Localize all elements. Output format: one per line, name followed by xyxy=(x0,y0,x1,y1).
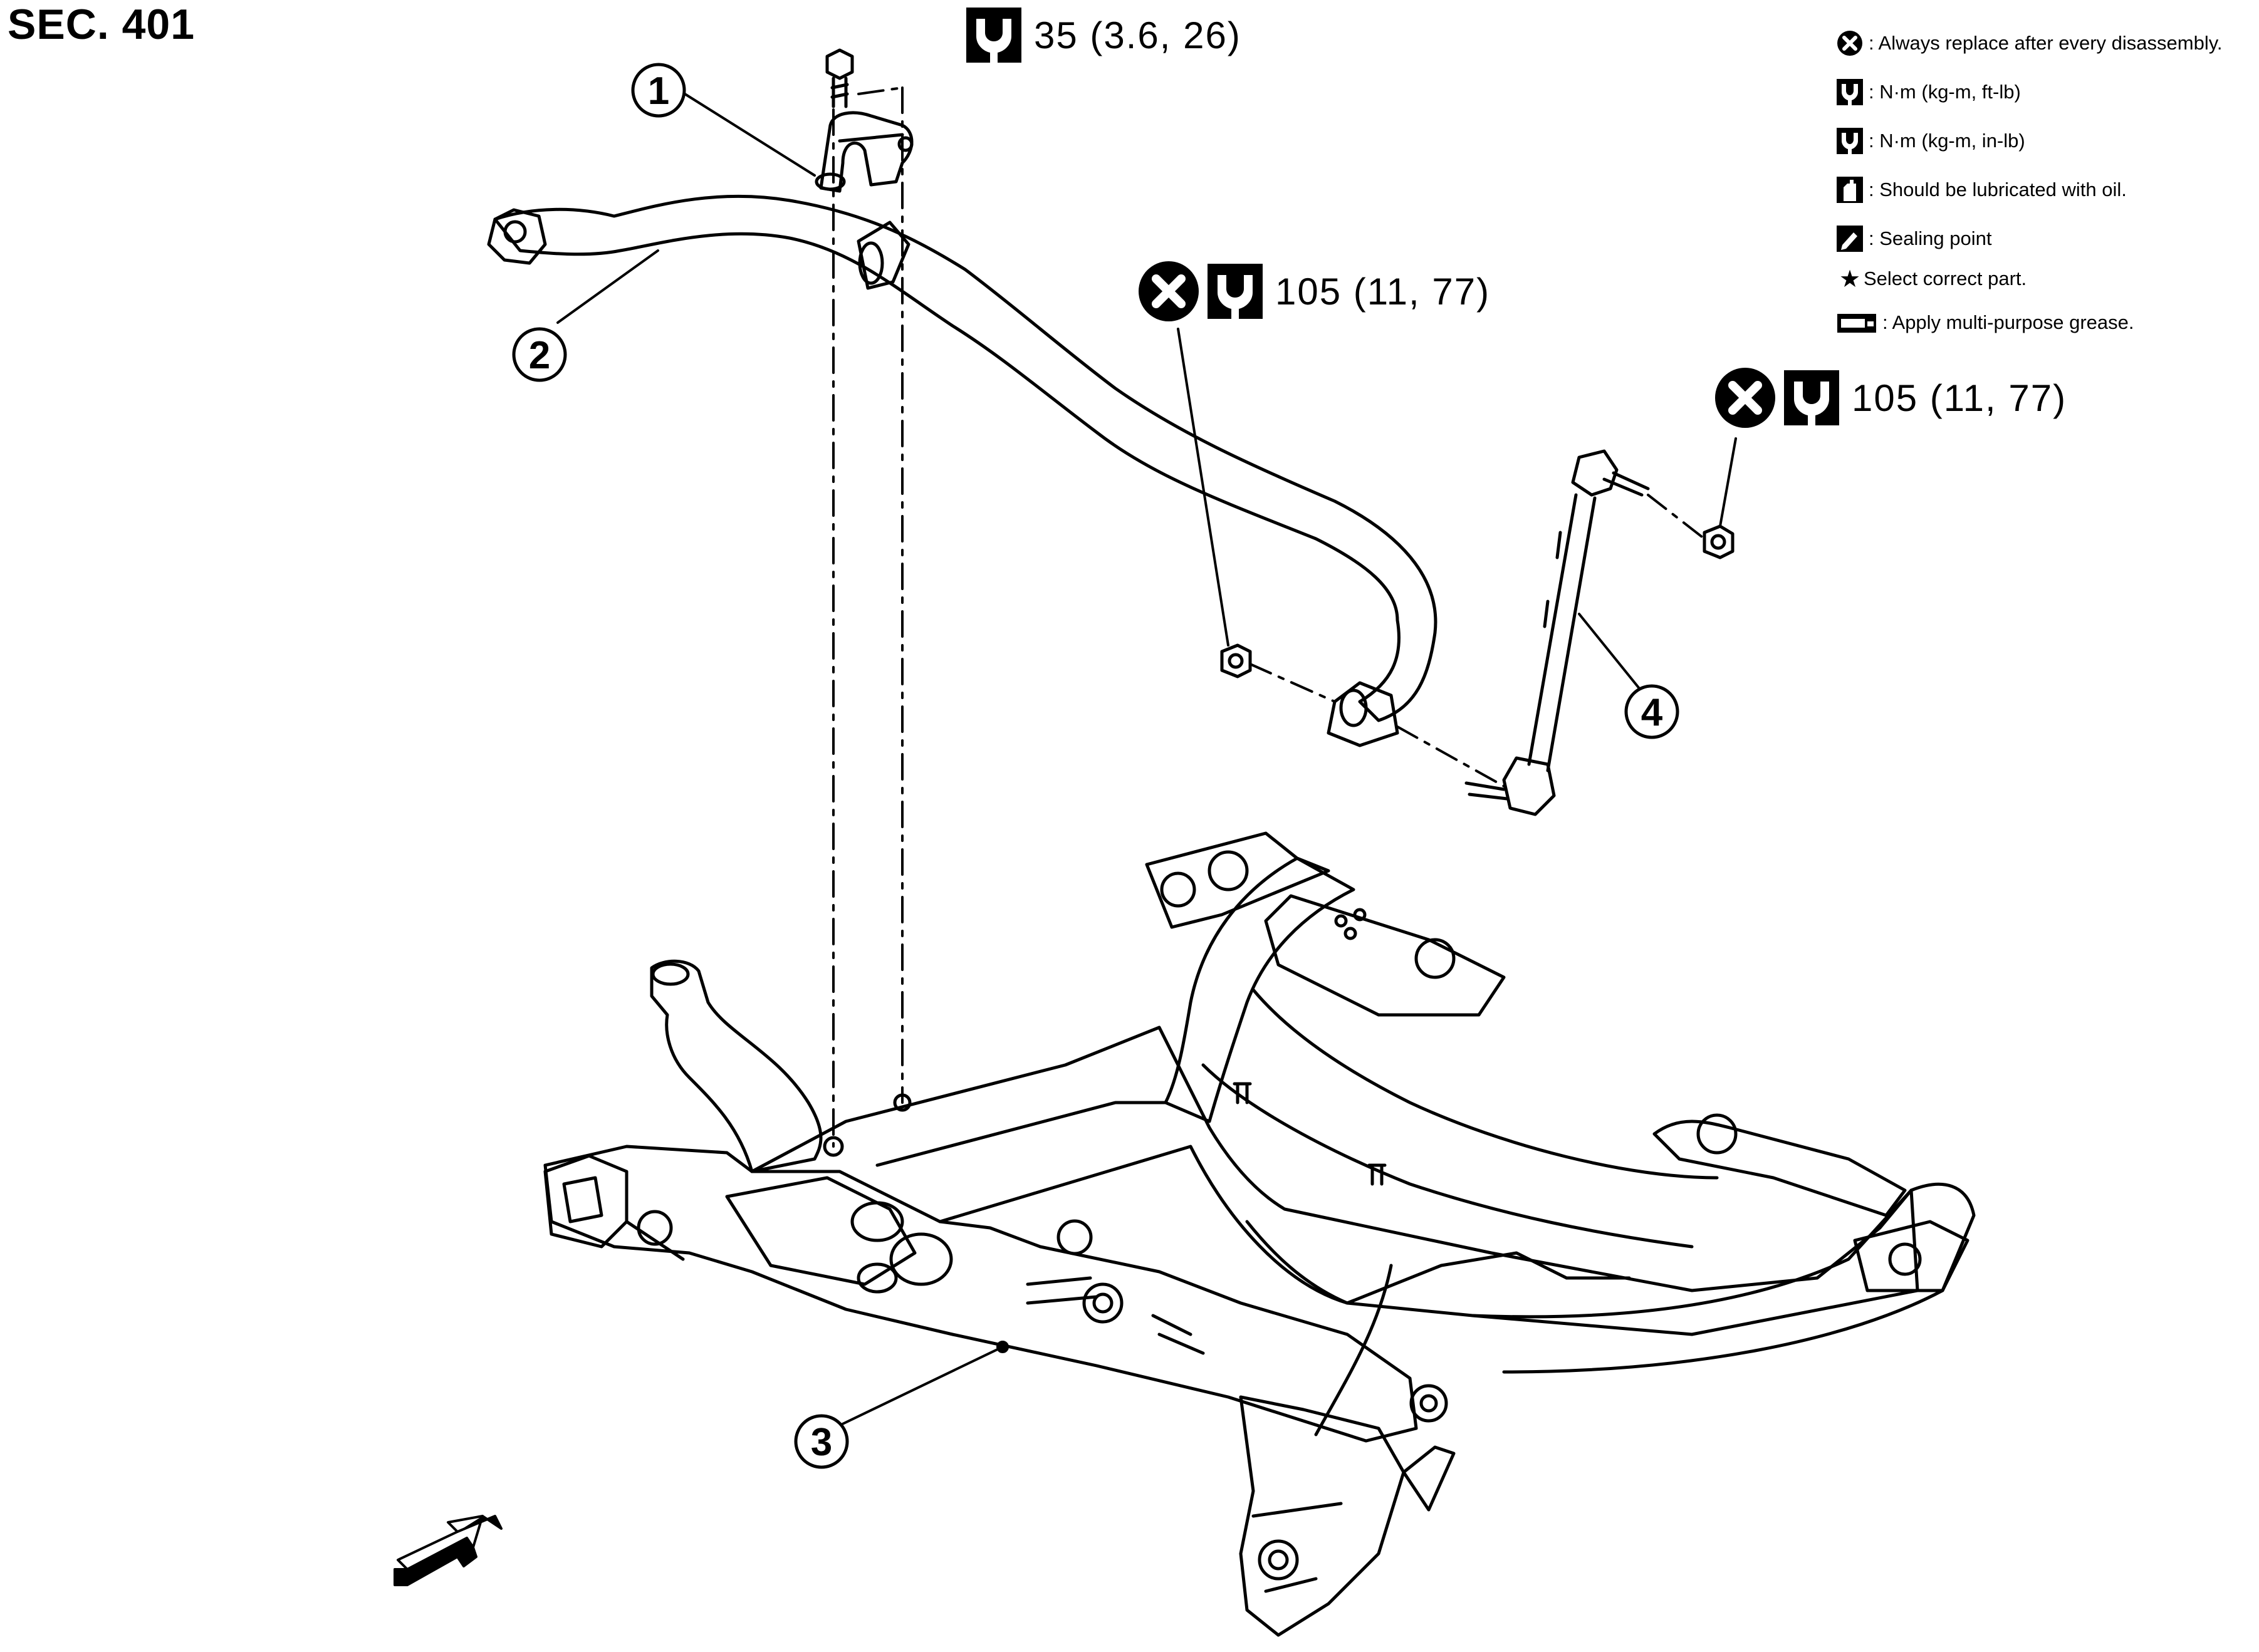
always-replace-icon xyxy=(1139,261,1199,321)
stabilizer-bracket xyxy=(815,111,914,193)
grease-icon xyxy=(1837,314,1876,333)
section-title: SEC. 401 xyxy=(8,1,196,48)
stabilizer-link xyxy=(1464,449,1650,816)
svg-text:1: 1 xyxy=(648,70,669,113)
torque-wrench-icon xyxy=(1208,264,1263,319)
torque-inlb-icon xyxy=(1837,128,1863,154)
callout-4: 4 xyxy=(1624,684,1679,739)
legend-item-torque-inlb: : N·m (kg-m, in-lb) xyxy=(1836,125,2025,157)
torque-wrench-icon xyxy=(1784,370,1839,425)
legend-item-select: ★ Select correct part. xyxy=(1836,263,2027,294)
bracket-bolt xyxy=(825,48,854,108)
front-suspension-member xyxy=(543,831,1976,1637)
legend-item-replace: : Always replace after every disassembly… xyxy=(1836,28,2223,59)
legend-item-sealing: : Sealing point xyxy=(1836,223,1991,254)
legend-item-torque-ftlb: : N·m (kg-m, ft-lb) xyxy=(1836,76,2021,108)
torque-wrench-icon xyxy=(966,8,1021,63)
always-replace-icon xyxy=(1715,368,1775,428)
bar-nut xyxy=(1220,643,1252,678)
svg-text:2: 2 xyxy=(529,334,550,377)
oil-can-icon xyxy=(1837,177,1863,203)
star-icon: ★ xyxy=(1839,265,1861,293)
torque-spec-bracket-bolt: 35 (3.6, 26) xyxy=(965,6,1241,64)
torque-spec-bar-nut: 105 (11, 77) xyxy=(1137,260,1490,323)
svg-text:4: 4 xyxy=(1641,691,1663,734)
leader-lines xyxy=(556,90,1737,1430)
link-alignment-lines xyxy=(1249,494,1706,787)
front-direction-arrow xyxy=(394,1515,503,1586)
callout-3: 3 xyxy=(794,1414,849,1469)
alignment-lines xyxy=(832,86,904,1148)
torque-spec-link-nut: 105 (11, 77) xyxy=(1714,366,2067,429)
link-nut xyxy=(1703,524,1735,559)
sealing-point-icon xyxy=(1837,226,1863,252)
svg-text:3: 3 xyxy=(811,1421,832,1464)
legend-item-grease: : Apply multi-purpose grease. xyxy=(1836,307,2134,338)
callout-1: 1 xyxy=(631,63,686,118)
stabilizer-bar xyxy=(487,194,1437,747)
torque-ftlb-icon xyxy=(1837,79,1863,105)
callout-2: 2 xyxy=(512,327,567,382)
always-replace-icon xyxy=(1837,31,1862,56)
legend-item-oil: : Should be lubricated with oil. xyxy=(1836,174,2127,205)
